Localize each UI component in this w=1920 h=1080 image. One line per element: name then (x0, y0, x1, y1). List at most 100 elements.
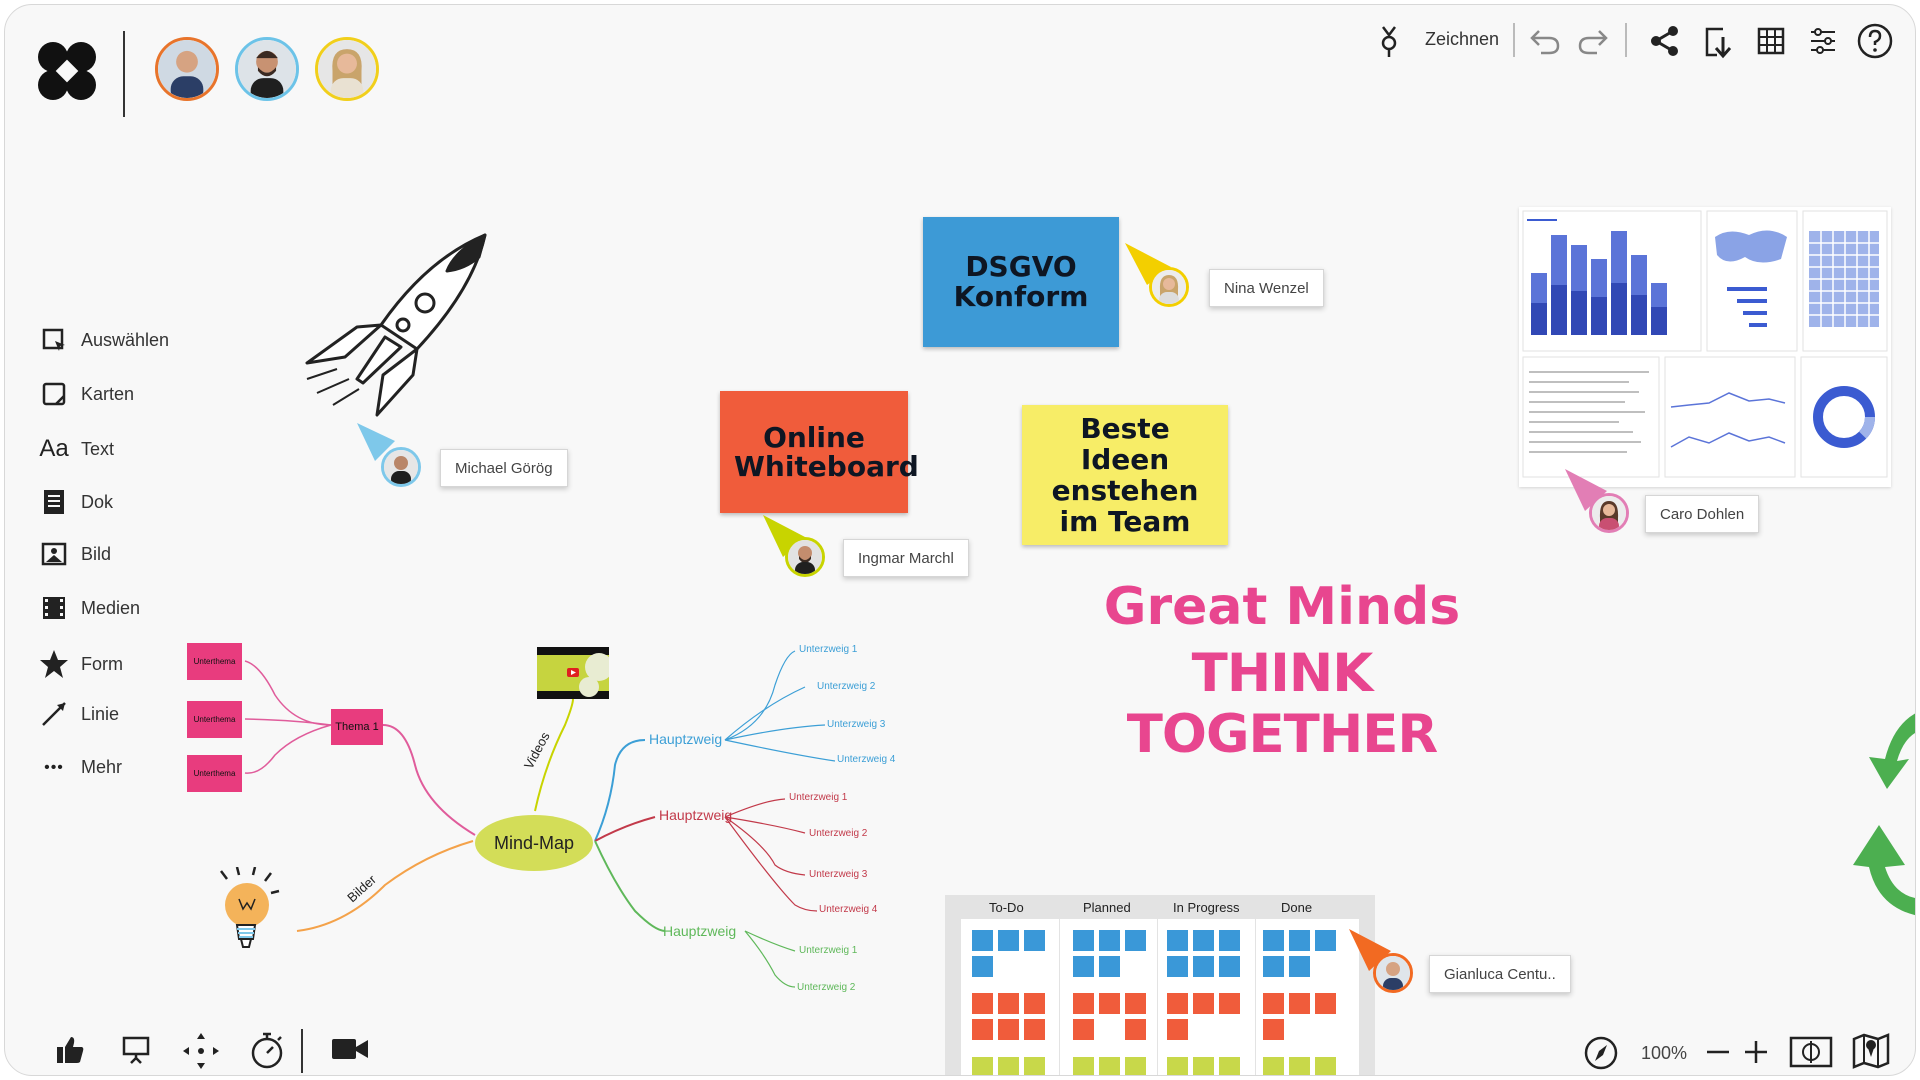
kanban-column-planned[interactable]: Planned (1083, 900, 1131, 915)
app-logo-icon[interactable] (35, 39, 99, 103)
sticky-note-online-whiteboard[interactable]: Online Whiteboard (720, 391, 919, 513)
dashboard-chart-icon (1522, 210, 1888, 478)
help-icon[interactable] (1857, 23, 1893, 59)
whiteboard-canvas[interactable]: Zeichnen Auswählen Karten Aa Text Dok Bi… (4, 4, 1916, 1076)
kanban-column-done[interactable]: Done (1281, 900, 1313, 915)
caro-avatar[interactable] (1589, 493, 1629, 533)
share-icon[interactable] (1649, 25, 1681, 57)
kanban-column-todo[interactable]: To-Do (989, 900, 1024, 915)
michael-avatar[interactable] (381, 447, 421, 487)
kanban-column-in-progress[interactable]: In Progress (1173, 900, 1240, 915)
map-icon[interactable] (1851, 1031, 1891, 1069)
tool-cards[interactable]: Karten (39, 381, 134, 407)
person-icon (384, 450, 418, 484)
mindmap-sub-branch[interactable]: Unterzweig 1 (799, 644, 858, 655)
collaborator-tag-ingmar: Ingmar Marchl (843, 539, 969, 577)
tool-text[interactable]: Aa Text (39, 435, 115, 462)
analytics-dashboard-image[interactable] (1519, 207, 1891, 487)
undo-icon[interactable] (1529, 27, 1561, 55)
collaborator-tag-nina: Nina Wenzel (1209, 269, 1324, 307)
collaborator-tag-caro: Caro Dohlen (1645, 495, 1760, 533)
recycle-arrows-icon[interactable] (1835, 699, 1915, 929)
logo-divider (123, 31, 125, 117)
tool-media[interactable]: Medien (39, 596, 140, 620)
mindmap-sub-branch[interactable]: Unterzweig 3 (827, 719, 886, 730)
fit-screen-icon[interactable] (1789, 1035, 1833, 1069)
person-icon (1152, 270, 1186, 304)
mindmap-sub-branch[interactable]: Unterzweig 2 (809, 828, 868, 839)
focus-icon[interactable] (181, 1031, 221, 1071)
mindmap-sub-branch[interactable]: Unterzweig 1 (789, 792, 848, 803)
sticky-note-best-ideas[interactable]: Beste Ideen enstehen im Team (1022, 405, 1228, 545)
cursor-pointer (357, 423, 397, 468)
kanban-divider (1157, 919, 1158, 1075)
kanban-divider (1059, 919, 1060, 1075)
zoom-level: 100% (1641, 1043, 1688, 1063)
compass-icon[interactable] (1583, 1035, 1619, 1071)
zoom-in-icon[interactable] (1743, 1039, 1769, 1065)
collaborator-tag-michael: Michael Görög (440, 449, 568, 487)
tool-more[interactable]: ••• Mehr (39, 757, 122, 778)
mindmap-thema-node[interactable]: Thema 1 (331, 709, 383, 745)
timer-icon[interactable] (249, 1031, 285, 1069)
redo-icon[interactable] (1577, 27, 1609, 55)
line-icon (39, 700, 69, 728)
mindmap-sub-branch[interactable]: Unterzweig 4 (837, 754, 896, 765)
person-icon (1592, 496, 1626, 530)
select-icon (39, 327, 69, 353)
video-thumbnail[interactable] (537, 647, 613, 699)
sticky-note-dsgvo[interactable]: DSGVO Konform (923, 217, 1119, 347)
ingmar-avatar[interactable] (785, 537, 825, 577)
headline-line-1: Great Minds (1103, 577, 1461, 637)
participant-avatar-3[interactable] (315, 37, 379, 101)
mindmap-sub-branch[interactable]: Unterzweig 3 (809, 869, 868, 880)
toolbar-divider (1625, 23, 1627, 57)
kanban-divider (1255, 919, 1256, 1075)
video-icon (537, 653, 613, 697)
presentation-icon[interactable] (121, 1035, 151, 1065)
mindmap-sub-branch[interactable]: Unterzweig 1 (799, 945, 858, 956)
mindmap-main-branch[interactable]: Hauptzweig (663, 923, 737, 939)
toolbar-divider (301, 1029, 303, 1073)
mindmap-connectors (5, 5, 1005, 1075)
rocket-icon[interactable] (297, 229, 497, 419)
draw-pen-icon[interactable] (1379, 25, 1399, 59)
mindmap-subtopic-node[interactable]: Unterthema (187, 755, 242, 792)
video-camera-icon[interactable] (331, 1037, 369, 1061)
nina-avatar[interactable] (1149, 267, 1189, 307)
star-icon (39, 649, 69, 679)
tool-image[interactable]: Bild (39, 542, 111, 566)
mindmap-sub-branch[interactable]: Unterzweig 4 (819, 904, 878, 915)
grid-icon[interactable] (1757, 27, 1785, 55)
toolbar-divider (1513, 23, 1515, 57)
headline-line-2: THINK TOGETHER (1126, 643, 1438, 765)
person-icon (1376, 956, 1410, 990)
lightbulb-icon[interactable] (215, 867, 285, 957)
tool-document[interactable]: Dok (39, 489, 113, 515)
document-icon (39, 489, 69, 515)
participant-avatar-2[interactable] (235, 37, 299, 101)
kanban-cards (5, 5, 1405, 1075)
collaborator-tag-gianluca: Gianluca Centu.. (1429, 955, 1571, 993)
mindmap-subtopic-node[interactable]: Unterthema (187, 701, 242, 738)
settings-sliders-icon[interactable] (1809, 27, 1837, 55)
mindmap-main-branch[interactable]: Hauptzweig (649, 731, 723, 747)
like-icon[interactable] (55, 1035, 85, 1065)
mindmap-sub-branch[interactable]: Unterzweig 2 (797, 982, 856, 993)
export-icon[interactable] (1703, 25, 1735, 59)
draw-button[interactable]: Zeichnen (1425, 29, 1500, 49)
person-icon (318, 40, 376, 98)
zoom-out-icon[interactable] (1705, 1039, 1731, 1065)
participant-avatar-1[interactable] (155, 37, 219, 101)
mindmap-sub-branch[interactable]: Unterzweig 2 (817, 681, 876, 692)
mindmap-center-node[interactable]: Mind-Map (475, 815, 593, 871)
tool-select[interactable]: Auswählen (39, 327, 169, 353)
tool-shape[interactable]: Form (39, 649, 123, 679)
more-icon: ••• (44, 758, 64, 776)
gianluca-avatar[interactable] (1373, 953, 1413, 993)
media-icon (39, 596, 69, 620)
tool-line[interactable]: Linie (39, 700, 119, 728)
mindmap-subtopic-node[interactable]: Unterthema (187, 643, 242, 680)
card-icon (39, 381, 69, 407)
mindmap-main-branch[interactable]: Hauptzweig (659, 807, 733, 823)
